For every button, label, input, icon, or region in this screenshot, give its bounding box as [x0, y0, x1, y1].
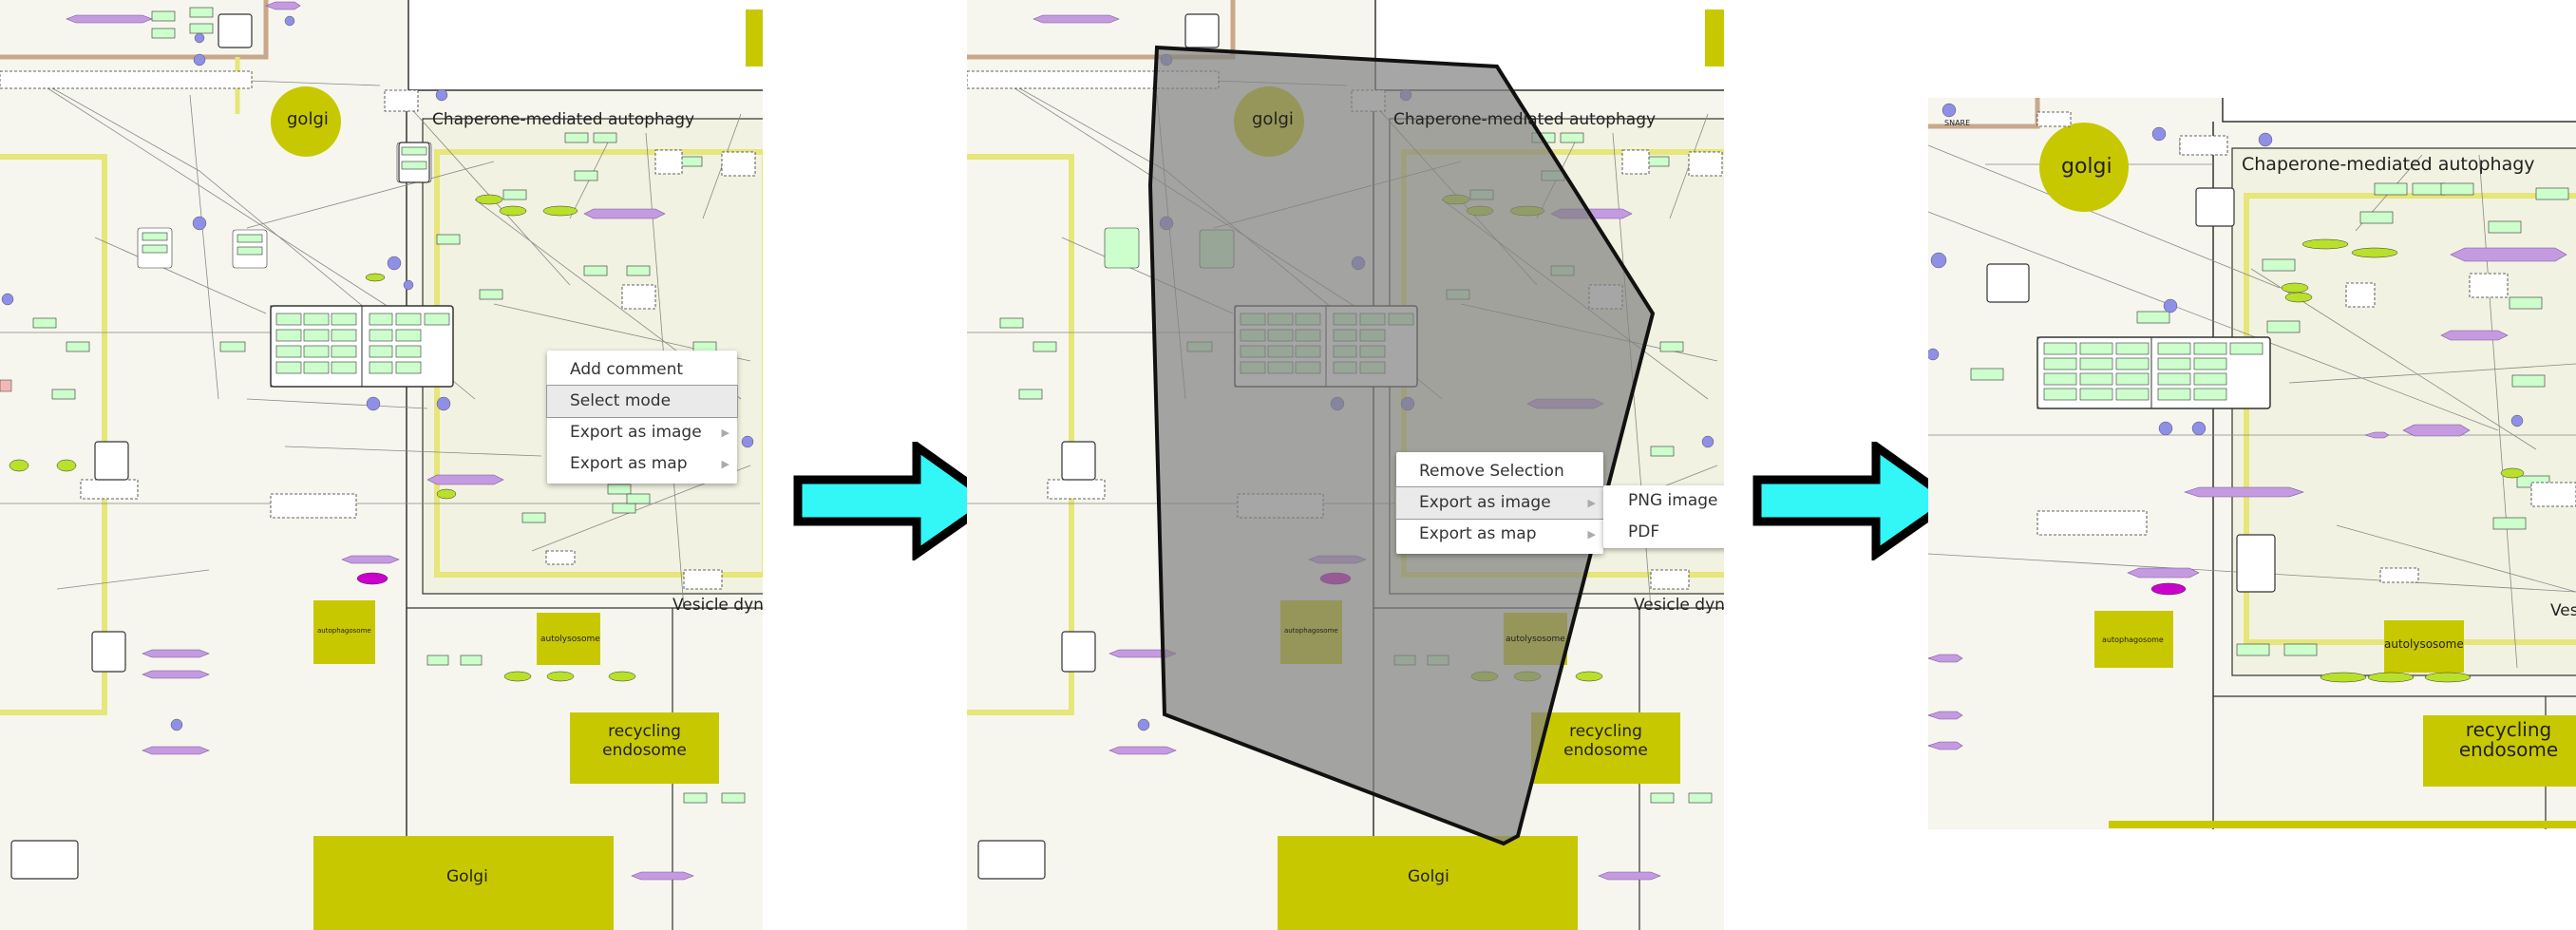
label-autophagosome: autophagosome: [2102, 636, 2164, 644]
export-image-submenu: PNG image PDF: [1603, 485, 1724, 548]
menu-item-remove-selection[interactable]: Remove Selection: [1419, 462, 1564, 481]
map-canvas[interactable]: [967, 0, 1724, 930]
arrow-right-icon: [793, 442, 1000, 560]
exported-image-panel: golgi Chaperone-mediated autophagy Vesic…: [1928, 98, 2576, 829]
chevron-right-icon: ▶: [1587, 497, 1596, 509]
chevron-right-icon: ▶: [1587, 528, 1596, 541]
map-panel-selection[interactable]: golgi Chaperone-mediated autophagy Vesic…: [967, 0, 1724, 930]
context-menu: Remove Selection Export as image▶ Export…: [1395, 452, 1604, 554]
label-golgi-compartment: Golgi: [446, 867, 488, 886]
map-panel-original[interactable]: golgi Chaperone-mediated autophagy Vesic…: [0, 0, 763, 930]
menu-item-export-as-map[interactable]: Export as map▶: [547, 448, 737, 480]
label-autophagosome: autophagosome: [1284, 627, 1338, 635]
chevron-right-icon: ▶: [721, 458, 729, 470]
label-autolysosome: autolysosome: [2384, 637, 2464, 651]
menu-item-png-image[interactable]: PNG image: [1628, 491, 1718, 510]
label-golgi-circle: golgi: [1252, 109, 1294, 129]
label-chaperone-mediated-autophagy: Chaperone-mediated autophagy: [432, 110, 695, 129]
label-recycling-endosome: recycling endosome: [1563, 722, 1648, 760]
menu-item-pdf[interactable]: PDF: [1628, 522, 1660, 541]
label-recycling-endosome: recycling endosome: [602, 722, 687, 760]
label-chaperone-mediated-autophagy: Chaperone-mediated autophagy: [1393, 110, 1657, 129]
label-recycling-endosome: recycling endosome: [2458, 718, 2559, 761]
menu-item-export-as-image[interactable]: Export as image▶: [1395, 486, 1604, 520]
arrow-right-icon: [1752, 442, 1960, 560]
context-menu: Add comment Select mode Export as image▶…: [546, 351, 738, 484]
menu-item-select-mode[interactable]: Select mode: [546, 385, 738, 418]
label-autophagosome: autophagosome: [317, 627, 371, 635]
menu-item-export-as-image[interactable]: Export as image▶: [547, 417, 737, 448]
label-golgi-circle: golgi: [2061, 155, 2112, 179]
label-golgi-circle: golgi: [287, 109, 329, 129]
menu-item-add-comment[interactable]: Add comment: [570, 360, 684, 379]
label-chaperone-mediated-autophagy: Chaperone-mediated autophagy: [2242, 154, 2535, 175]
label-autolysosome: autolysosome: [1506, 635, 1565, 644]
label-golgi-compartment: Golgi: [1408, 867, 1449, 886]
label-snare: SNARE: [1944, 119, 1971, 127]
label-autolysosome: autolysosome: [540, 635, 600, 644]
lasso-selection[interactable]: [1147, 45, 1656, 846]
menu-item-export-as-map[interactable]: Export as map▶: [1396, 519, 1603, 550]
chevron-right-icon: ▶: [721, 427, 729, 439]
exported-map-image: [1928, 98, 2576, 829]
